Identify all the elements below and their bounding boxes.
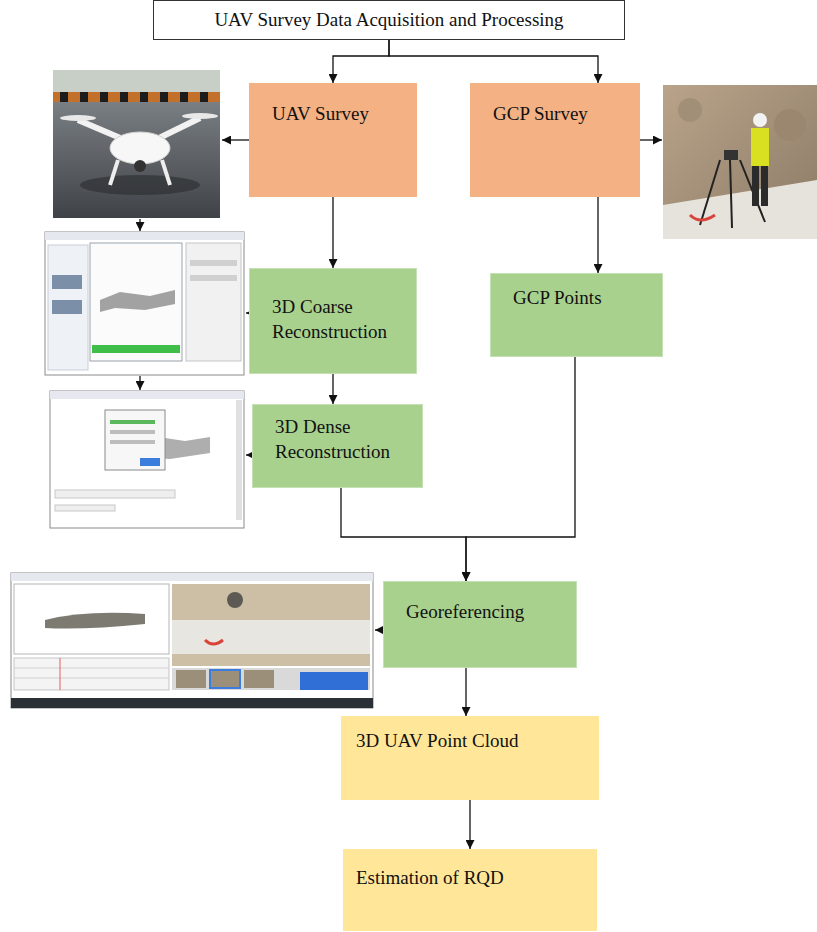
- header-box: UAV Survey Data Acquisition and Processi…: [153, 0, 625, 40]
- leader-line: [640, 139, 662, 140]
- leader-line: [375, 629, 383, 630]
- box-label: UAV Survey Data Acquisition and Processi…: [162, 8, 616, 33]
- flow-arrow: [469, 800, 470, 849]
- flow-arrow: [465, 668, 466, 716]
- flow-arrow: [333, 40, 389, 83]
- box-label: GCP Points: [513, 286, 654, 311]
- flow-arrow: [341, 488, 466, 581]
- output-box: Estimation of RQD: [343, 849, 597, 931]
- leader-line: [139, 376, 140, 390]
- leader-line: [139, 219, 140, 231]
- leader-line: [222, 139, 249, 140]
- dense-reconstruction-screenshot: [50, 391, 244, 528]
- process-box: 3D Coarse Reconstruction: [249, 268, 417, 374]
- process-box: 3D Dense Reconstruction: [252, 404, 423, 488]
- drone-photo: [53, 70, 220, 218]
- flow-arrow: [597, 197, 598, 273]
- box-label: Georeferencing: [406, 600, 568, 625]
- box-label: 3D UAV Point Cloud: [356, 729, 590, 754]
- georeferencing-screenshot: [11, 573, 373, 708]
- process-box: Georeferencing: [383, 581, 577, 668]
- flow-arrow: [332, 197, 333, 268]
- output-box: 3D UAV Point Cloud: [341, 716, 599, 800]
- flow-arrow: [466, 357, 575, 581]
- box-label: UAV Survey: [272, 102, 408, 127]
- coarse-reconstruction-screenshot: [45, 232, 244, 375]
- process-box: UAV Survey: [249, 83, 417, 197]
- flow-arrow: [389, 40, 598, 83]
- leader-arrows: [140, 140, 662, 630]
- gcp-survey-photo: [663, 85, 817, 239]
- box-label: Estimation of RQD: [356, 866, 588, 891]
- box-label: 3D Dense Reconstruction: [275, 415, 414, 464]
- box-label: GCP Survey: [493, 102, 631, 127]
- flow-arrow: [332, 374, 333, 404]
- process-box: GCP Survey: [470, 83, 640, 197]
- box-label: 3D Coarse Reconstruction: [272, 295, 408, 344]
- process-box: GCP Points: [490, 273, 663, 357]
